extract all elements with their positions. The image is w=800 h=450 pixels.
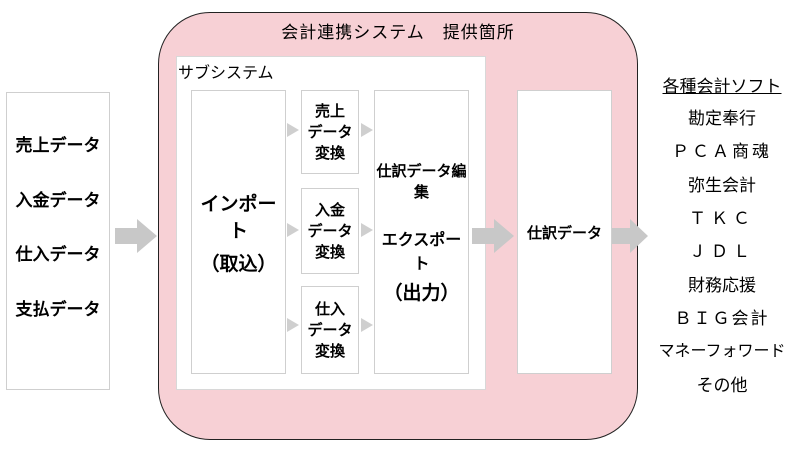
arrow-small-icon xyxy=(287,223,299,237)
convert-label: データ xyxy=(307,320,353,339)
journal-edit-label: 仕訳データ編集 xyxy=(376,161,467,201)
convert-label: 仕入 xyxy=(314,299,345,318)
convert-box-sales: 売上 データ 変換 xyxy=(301,90,359,174)
software-heading: 各種会計ソフト xyxy=(662,77,782,97)
arrow-software-icon xyxy=(612,219,648,253)
software-item: ＴＫＣ xyxy=(689,209,755,229)
software-item: 勘定奉行 xyxy=(688,109,756,129)
convert-label: 変換 xyxy=(314,341,345,360)
convert-label: 売上 xyxy=(314,101,345,120)
arrow-small-icon xyxy=(287,123,299,137)
convert-label: データ xyxy=(307,122,353,141)
arrow-input-icon xyxy=(115,219,157,253)
arrow-small-icon xyxy=(287,318,299,332)
convert-label: データ xyxy=(307,221,353,240)
software-item: 財務応援 xyxy=(688,276,756,296)
source-data-box xyxy=(6,92,110,390)
convert-label: 入金 xyxy=(314,200,345,219)
import-label: インポート xyxy=(200,192,277,242)
import-box: インポート （取込） xyxy=(191,90,286,374)
software-item: ＢＩＧ会計 xyxy=(674,309,770,329)
software-item: その他 xyxy=(696,376,748,396)
convert-box-receipts: 入金 データ 変換 xyxy=(301,188,359,274)
arrow-small-icon xyxy=(361,123,373,137)
convert-box-purchases: 仕入 データ 変換 xyxy=(301,286,359,374)
software-item: 弥生会計 xyxy=(688,176,756,196)
source-item-receipts: 入金データ xyxy=(15,191,101,211)
journal-data-label: 仕訳データ xyxy=(526,223,602,242)
journal-edit-export-box: 仕訳データ編集 エクスポート （出力） xyxy=(374,90,469,374)
arrow-small-icon xyxy=(361,223,373,237)
journal-data-box: 仕訳データ xyxy=(517,90,612,374)
export-label: エクスポート xyxy=(381,229,462,273)
arrow-small-icon xyxy=(361,318,373,332)
arrow-output-icon xyxy=(472,219,514,253)
convert-label: 変換 xyxy=(314,143,345,162)
system-title: 会計連携システム 提供箇所 xyxy=(281,23,515,43)
source-item-sales: 売上データ xyxy=(15,136,101,156)
software-item: ＪＤＬ xyxy=(689,242,755,262)
source-item-payments: 支払データ xyxy=(15,300,101,320)
source-item-purchases: 仕入データ xyxy=(15,245,101,265)
convert-label: 変換 xyxy=(314,242,345,261)
subsystem-label: サブシステム xyxy=(178,63,274,82)
export-sub-label: （出力） xyxy=(383,281,460,304)
software-item: ＰＣＡ商魂 xyxy=(672,142,772,162)
import-sub-label: （取込） xyxy=(200,252,277,275)
software-item: マネーフォワード xyxy=(658,341,786,360)
